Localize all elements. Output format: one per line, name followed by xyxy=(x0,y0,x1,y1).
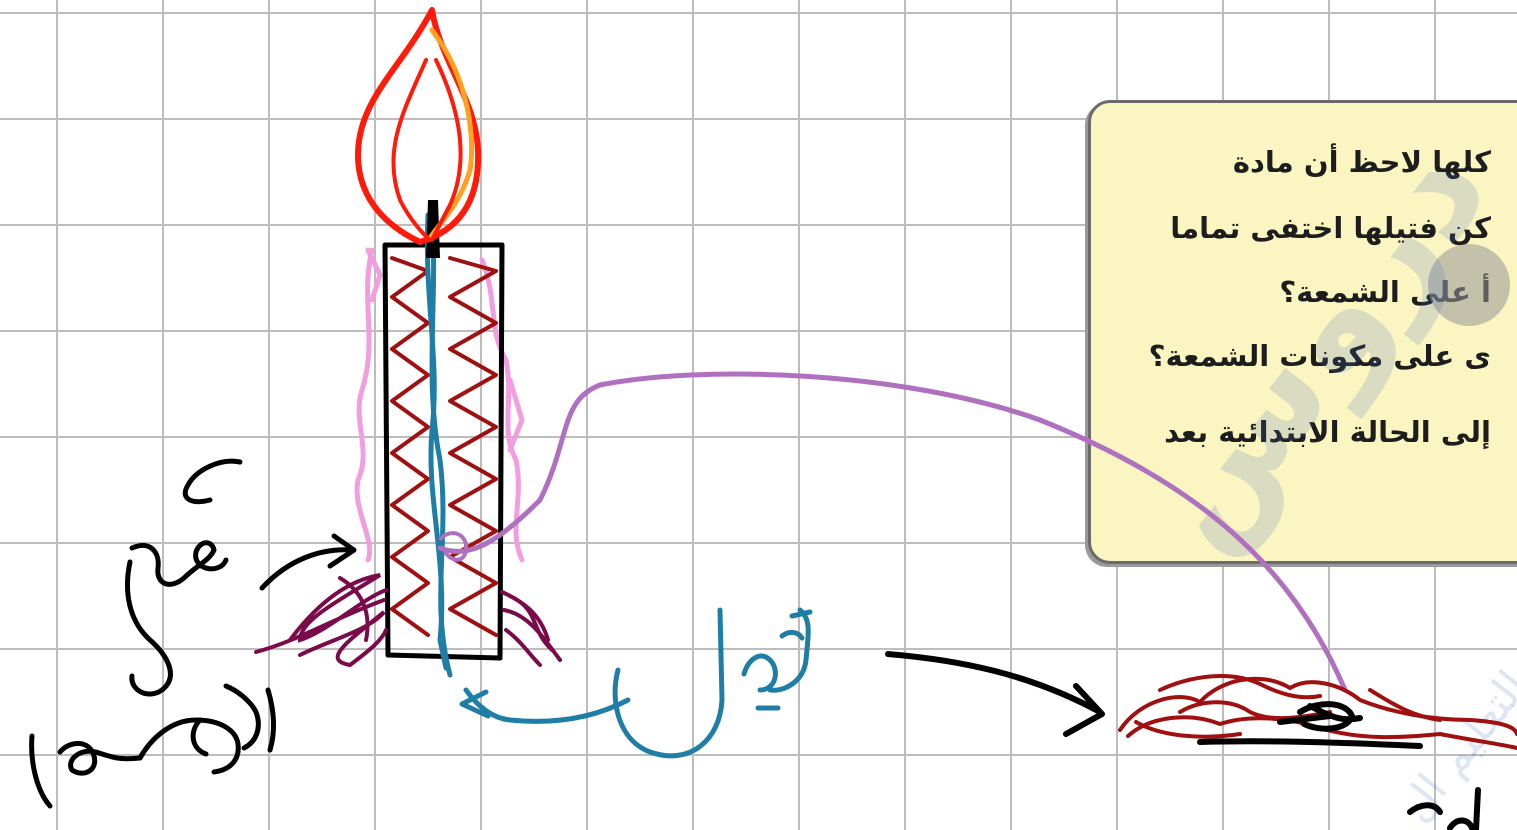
card-line-1: كلها لاحظ أن مادة xyxy=(1232,145,1491,179)
candle-flame xyxy=(355,7,482,245)
card-line-5: إلى الحالة الابتدائية بعد xyxy=(1164,415,1491,449)
bottom-handwriting xyxy=(1407,787,1481,830)
candle-pink-outline xyxy=(354,247,525,563)
connector-loop xyxy=(438,531,469,562)
card-line-2: كن فتيلها اختفى تماما xyxy=(1170,211,1491,245)
wick xyxy=(424,212,453,678)
wax-scribble xyxy=(390,256,498,637)
card-line-4: ى على مكونات الشمعة؟ xyxy=(1148,339,1491,373)
wick-tip xyxy=(426,200,440,258)
wax-label-handwriting xyxy=(29,458,277,809)
melted-wax-pile xyxy=(254,573,562,668)
pointer-dot-icon xyxy=(1428,244,1510,326)
residue-arrow xyxy=(885,651,1105,737)
wax-arrow xyxy=(259,533,357,591)
connector-curve xyxy=(437,371,1348,693)
wick-label-handwriting xyxy=(459,607,813,759)
residue-ash xyxy=(1197,701,1423,749)
